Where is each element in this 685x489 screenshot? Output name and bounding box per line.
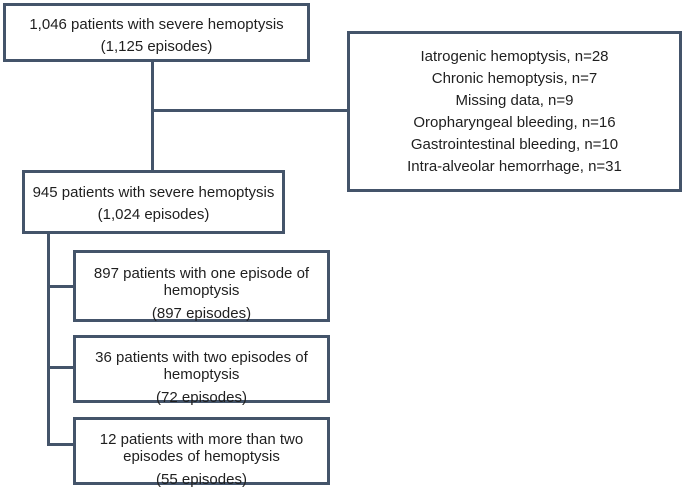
more-episodes-count: (55 episodes) [156,471,247,488]
node-one-episode: 897 patients with one episode of hemopty… [73,250,330,322]
exclusion-item: Intra-alveolar hemorrhage, n=31 [407,157,622,175]
total-episodes-text: (1,125 episodes) [100,38,213,55]
one-episode-text-line2: hemoptysis [163,282,240,299]
exclusion-item: Chronic hemoptysis, n=7 [431,69,598,87]
node-two-episodes: 36 patients with two episodes of hemopty… [73,335,330,406]
two-episodes-text-line1: 36 patients with two episodes of [95,349,308,366]
two-episodes-text-line2: hemoptysis [163,366,240,383]
node-included-patients: 945 patients with severe hemoptysis (1,0… [22,170,285,234]
connector-included-to-episode-boxes [47,234,50,446]
exclusion-item: Gastrointestinal bleeding, n=10 [410,135,619,153]
more-episodes-text-line2: episodes of hemoptysis [123,448,280,465]
exclusion-item: Missing data, n=9 [455,91,574,109]
more-episodes-text-line1: 12 patients with more than two [99,431,304,448]
one-episode-text-line1: 897 patients with one episode of [93,265,310,282]
connector-to-more-than-two-episodes [47,443,73,446]
included-patients-text: 945 patients with severe hemoptysis [32,184,275,201]
total-patients-text: 1,046 patients with severe hemoptysis [29,16,284,33]
connector-to-one-episode [47,285,73,288]
node-more-than-two-episodes: 12 patients with more than two episodes … [73,417,330,488]
exclusion-item: Iatrogenic hemoptysis, n=28 [420,47,609,65]
two-episodes-count: (72 episodes) [156,389,247,406]
included-episodes-text: (1,024 episodes) [97,206,210,223]
node-total-patients: 1,046 patients with severe hemoptysis (1… [3,3,310,62]
exclusion-item: Oropharyngeal bleeding, n=16 [413,113,616,131]
connector-total-to-included [151,62,154,170]
connector-to-excluded [151,109,347,112]
one-episode-count: (897 episodes) [151,305,252,322]
connector-to-two-episodes [47,366,73,369]
node-exclusions: Iatrogenic hemoptysis, n=28 Chronic hemo… [347,31,682,192]
